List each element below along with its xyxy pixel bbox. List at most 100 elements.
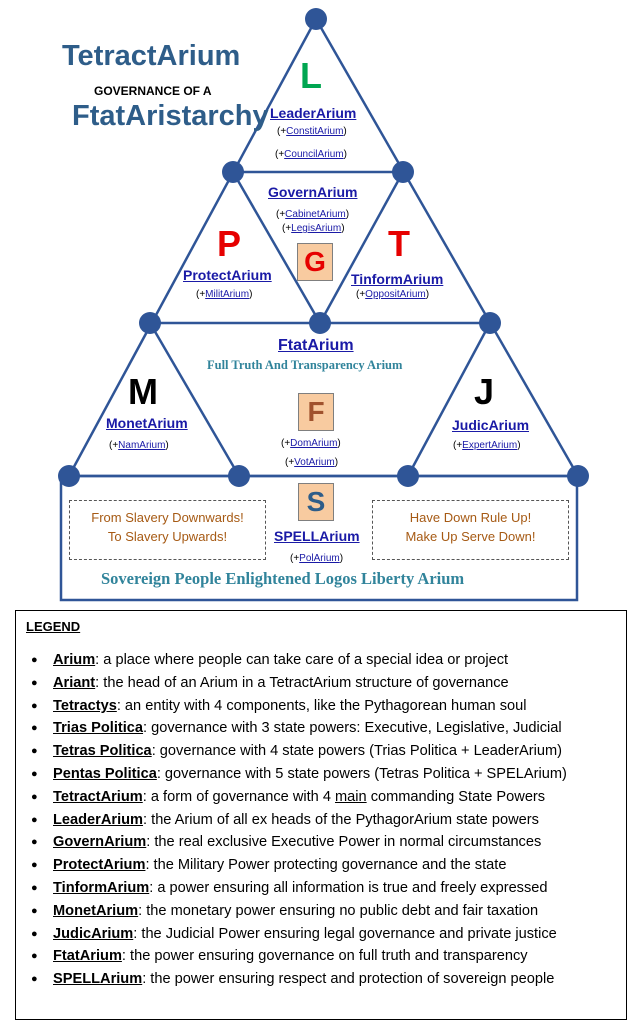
- protect-sub-1: (+MilitArium): [196, 289, 253, 300]
- legend-def: : a place where people can take care of …: [95, 652, 509, 668]
- node-mid-left: [139, 312, 161, 334]
- node-bottom-cl: [228, 465, 250, 487]
- legend-item: MonetArium: the monetary power ensuring …: [31, 900, 616, 923]
- legend-item: Pentas Politica: governance with 5 state…: [31, 763, 616, 786]
- constitarium-link[interactable]: ConstitArium: [286, 126, 344, 137]
- legend-def: : a power ensuring all information is tr…: [149, 879, 548, 896]
- legend-def: : the real exclusive Executive Power in …: [146, 834, 542, 851]
- legend-def: : governance with 4 state powers (Trias …: [151, 743, 562, 760]
- quote-right: Have Down Rule Up! Make Up Serve Down!: [372, 500, 569, 560]
- node-upper-right: [392, 161, 414, 183]
- oppositarium-link[interactable]: OppositArium: [365, 289, 426, 300]
- legend-term: Trias Politica: [53, 720, 144, 737]
- govern-sub-2: (+LegisArium): [282, 223, 345, 234]
- spellarium-link[interactable]: SPELLArium: [274, 528, 360, 544]
- legend-item: JudicArium: the Judicial Power ensuring …: [31, 923, 616, 946]
- ftat-tagline: Full Truth And Transparency Arium: [207, 358, 403, 372]
- title-line-3: FtatAristarchy: [72, 100, 269, 132]
- quote-right-line-2: Make Up Serve Down!: [405, 529, 536, 544]
- legend-item: Arium: a place where people can take car…: [31, 649, 616, 672]
- govern-sub-1: (+CabinetArium): [276, 209, 350, 220]
- legend-def: : the monetary power ensuring no public …: [138, 902, 539, 919]
- legend-term: Tetractys: [53, 697, 117, 714]
- namarium-link[interactable]: NamArium: [118, 440, 166, 451]
- legend-item: Ariant: the head of an Arium in a Tetrac…: [31, 672, 616, 695]
- letter-S-box: S: [298, 483, 334, 521]
- legend-def: commanding State Powers: [366, 788, 546, 805]
- legend-term: Arium: [53, 652, 96, 668]
- node-upper-left: [222, 161, 244, 183]
- letter-M: M: [128, 371, 158, 412]
- militarium-link[interactable]: MilitArium: [205, 289, 250, 300]
- legend-def: : the Judicial Power ensuring legal gove…: [133, 925, 557, 942]
- node-bottom-left: [58, 465, 80, 487]
- legend-term: GovernArium: [53, 834, 147, 851]
- expertarium-link[interactable]: ExpertArium: [462, 440, 518, 451]
- cabinetarium-link[interactable]: CabinetArium: [285, 209, 346, 220]
- legend-term: TinformArium: [53, 879, 150, 896]
- legend-box: LEGEND Arium: a place where people can t…: [15, 610, 627, 1020]
- node-bottom-right: [567, 465, 589, 487]
- quote-left-line-2: To Slavery Upwards!: [107, 529, 228, 544]
- legend-item: SPELLArium: the power ensuring respect a…: [31, 968, 616, 991]
- polarium-link[interactable]: PolArium: [299, 553, 340, 564]
- legend-item: GovernArium: the real exclusive Executiv…: [31, 831, 616, 854]
- legend-term: Pentas Politica: [53, 765, 157, 782]
- quote-left-line-1: From Slavery Downwards!: [91, 510, 244, 525]
- letter-F-box: F: [298, 393, 334, 431]
- judicarium-link[interactable]: JudicArium: [452, 417, 530, 433]
- governarium-link[interactable]: GovernArium: [268, 184, 358, 200]
- votarium-link[interactable]: VotArium: [294, 457, 335, 468]
- legend-def: : an entity with 4 components, like the …: [116, 697, 527, 714]
- letter-L: L: [300, 55, 322, 96]
- legend-item: TetractArium: a form of governance with …: [31, 786, 616, 809]
- letter-J: J: [474, 371, 495, 412]
- pyramid-diagram: [58, 8, 589, 602]
- legend-def: : the head of an Arium in a TetractArium…: [95, 674, 509, 691]
- leaderarium-link[interactable]: LeaderArium: [270, 105, 357, 121]
- legend-term: ProtectArium: [53, 857, 146, 874]
- title-line-2: GOVERNANCE OF A: [94, 84, 212, 98]
- letter-T: T: [388, 223, 410, 264]
- legend-term: SPELLArium: [53, 971, 143, 988]
- node-mid-center: [309, 312, 331, 334]
- legend-item: LeaderArium: the Arium of all ex heads o…: [31, 809, 616, 832]
- letter-G-box: G: [297, 243, 333, 281]
- ftat-sub-2: (+VotArium): [285, 457, 339, 468]
- legend-term: TetractArium: [53, 788, 143, 805]
- legend-item: Tetractys: an entity with 4 components, …: [31, 695, 616, 718]
- ftatarium-link[interactable]: FtatArium: [278, 337, 354, 354]
- node-top: [305, 8, 327, 30]
- tinformarium-link[interactable]: TinformArium: [351, 271, 444, 287]
- spell-tagline: Sovereign People Enlightened Logos Liber…: [101, 569, 465, 588]
- legend-item: FtatArium: the power ensuring governance…: [31, 945, 616, 968]
- legend-term: MonetArium: [53, 902, 139, 919]
- legend-list: Arium: a place where people can take car…: [26, 649, 616, 991]
- letter-P: P: [217, 223, 242, 264]
- judic-sub-1: (+ExpertArium): [453, 440, 521, 451]
- legend-def: : governance with 5 state powers (Tetras…: [156, 765, 567, 782]
- legend-heading: LEGEND: [26, 619, 81, 634]
- node-bottom-cr: [397, 465, 419, 487]
- title-line-1: TetractArium: [62, 40, 241, 72]
- quote-left: From Slavery Downwards! To Slavery Upwar…: [69, 500, 266, 560]
- ftat-sub-1: (+DomArium): [281, 438, 341, 449]
- legend-def: : the power ensuring respect and protect…: [142, 971, 555, 988]
- monet-sub-1: (+NamArium): [109, 440, 169, 451]
- legend-item: TinformArium: a power ensuring all infor…: [31, 877, 616, 900]
- legend-term: FtatArium: [53, 948, 122, 965]
- quote-right-line-1: Have Down Rule Up!: [409, 510, 532, 525]
- tinform-sub-1: (+OppositArium): [356, 289, 430, 300]
- legend-def: : the Military Power protecting governan…: [145, 857, 507, 874]
- councilarium-link[interactable]: CouncilArium: [284, 149, 344, 160]
- legend-def: : governance with 3 state powers: Execut…: [143, 720, 562, 737]
- legend-term: JudicArium: [53, 925, 134, 942]
- monetarium-link[interactable]: MonetArium: [106, 415, 188, 431]
- domarium-link[interactable]: DomArium: [290, 438, 338, 449]
- legend-def: : a form of governance with 4: [142, 788, 335, 805]
- legend-item: Tetras Politica: governance with 4 state…: [31, 740, 616, 763]
- node-mid-right: [479, 312, 501, 334]
- protectarium-link[interactable]: ProtectArium: [183, 267, 272, 283]
- legend-item: ProtectArium: the Military Power protect…: [31, 854, 616, 877]
- legisarium-link[interactable]: LegisArium: [291, 223, 342, 234]
